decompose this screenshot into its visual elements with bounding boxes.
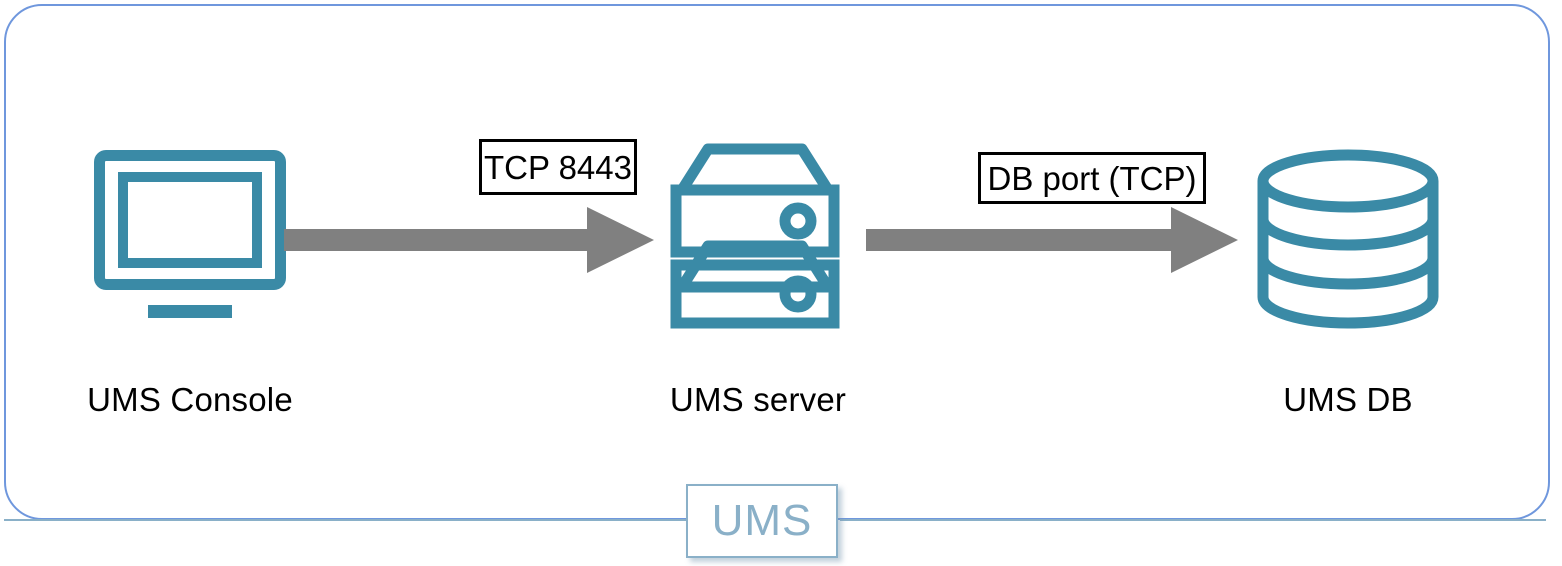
badge-connector-right (840, 519, 1546, 521)
database-icon-shape (1257, 149, 1439, 329)
arrow-console-to-server (284, 200, 654, 280)
node-label-ums-db: UMS DB (1283, 381, 1413, 418)
server-icon (660, 140, 850, 332)
database-icon (1254, 148, 1442, 330)
node-label-ums-console: UMS Console (87, 381, 293, 418)
monitor-stand (148, 305, 232, 318)
arrow-server-to-db-shape (866, 207, 1238, 273)
node-label-ums-server: UMS server (669, 381, 847, 418)
arrow-server-to-db (866, 200, 1238, 280)
port-label-db-port: DB port (TCP) (978, 152, 1206, 204)
port-label-tcp-8443: TCP 8443 (479, 139, 637, 195)
port-label-tcp-8443-text: TCP 8443 (484, 148, 632, 186)
monitor-icon (94, 150, 286, 325)
node-ums-db[interactable]: UMS DB (1250, 148, 1446, 448)
server-icon-shape (670, 143, 840, 329)
node-ums-console[interactable]: UMS Console (60, 150, 320, 440)
monitor-screen (118, 172, 262, 268)
arrow-console-to-server-shape (284, 207, 654, 273)
badge-connector-left (4, 519, 686, 521)
port-label-db-port-text: DB port (TCP) (987, 159, 1197, 197)
ums-boundary-badge-label: UMS (711, 496, 813, 545)
node-ums-server[interactable]: UMS server (660, 140, 856, 440)
ums-boundary-badge: UMS (686, 484, 838, 558)
